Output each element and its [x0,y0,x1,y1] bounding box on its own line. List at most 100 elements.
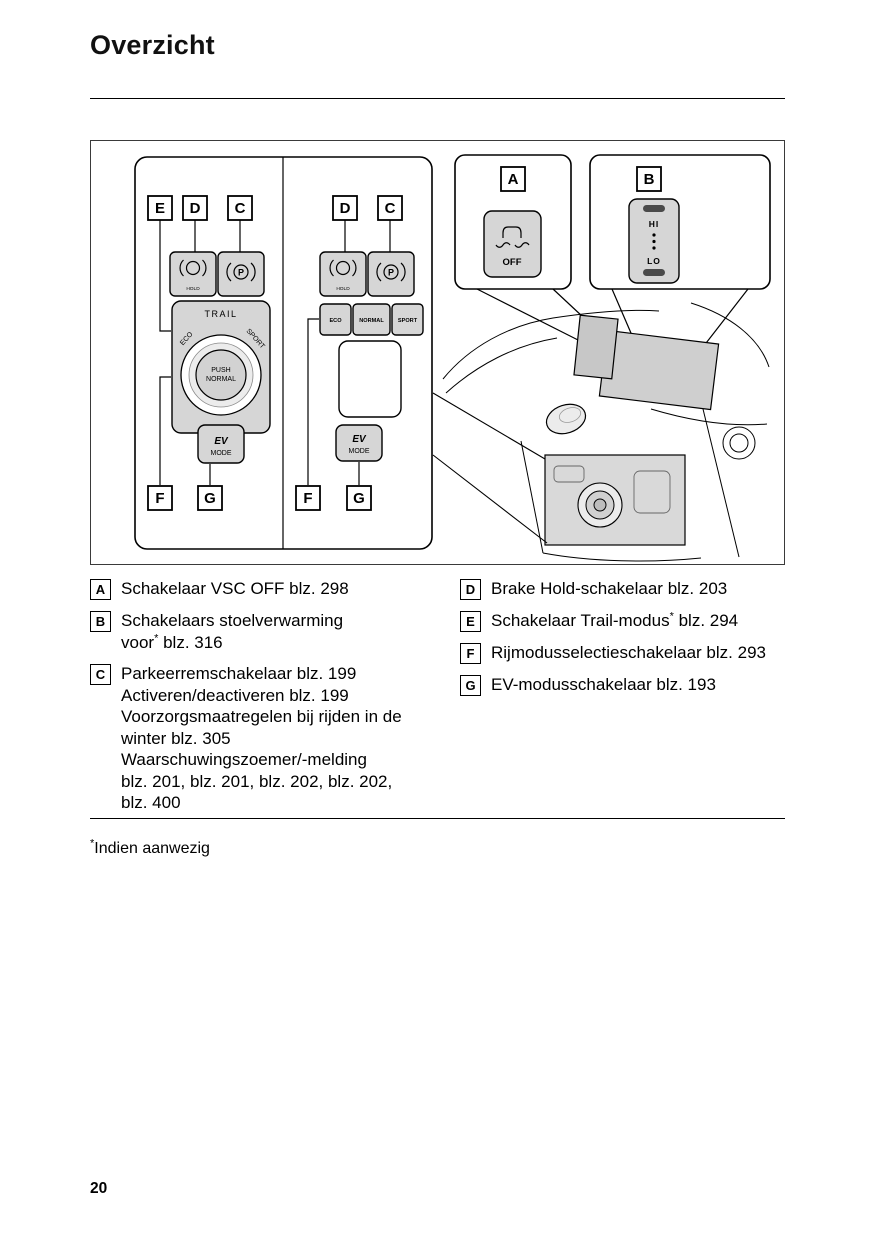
key-letter-d: D [190,200,201,217]
callout-line-module-1 [432,392,546,460]
eco-button-label: ECO [329,318,342,324]
legend-line: winter blz. 305 [121,728,231,748]
level-dot [652,239,656,244]
legend-text-e: Schakelaar Trail-modus* blz. 294 [491,610,738,632]
legend-column-left: A Schakelaar VSC OFF blz. 298 B Schakela… [90,578,460,824]
key-letter-g2: G [353,490,365,507]
push-label: PUSH [211,367,230,374]
ev-mode-button-2 [335,424,383,462]
eco-button [319,303,352,336]
parking-brake-icon-2: P [376,262,406,282]
mode-label: MODE [211,450,232,457]
level-dot [652,246,656,250]
key-box-d [182,195,208,221]
hi-label: HI [649,219,660,229]
legend-key-f: F [460,643,481,664]
legend-line: Parkeerremschakelaar blz. 199 [121,664,357,683]
parking-brake-switch [217,251,265,297]
seat-heater-callout: B HI LO [589,154,771,348]
legend-line: voor* blz. 316 [121,632,343,654]
callout-line-e [159,220,171,332]
legend-line: Voorzorgsmaatregelen bij rijden in de [121,707,402,726]
legend-line: Waarschuwingszoemer/-melding [121,750,367,769]
legend-item-b: B Schakelaars stoelverwarming voor* blz.… [90,610,460,653]
ev-mode-button [197,424,245,464]
level-dot [652,233,656,237]
legend-key-d: D [460,579,481,600]
brake-hold-icon-2: HOLD [329,259,357,292]
footnote-marker: * [669,610,674,623]
seat-heater-target-area [598,329,720,411]
legend-text-d: Brake Hold-schakelaar blz. 203 [491,578,727,600]
legend-key-a: A [90,579,111,600]
key-box-b [636,166,662,192]
legend-line: Schakelaars stoelverwarming [121,611,344,630]
vsc-off-switch [483,210,542,278]
normal-button [352,303,391,336]
brake-hold-icon: HOLD [179,259,207,292]
legend-line: Rijmodusselectieschakelaar blz. 293 [491,643,766,662]
footnote-text: Indien aanwezig [94,840,210,857]
vsc-skid-icon [495,226,530,248]
legend-line: blz. 201, blz. 201, blz. 202, blz. 202, [121,771,393,791]
normal-button-label: NORMAL [359,318,384,324]
legend-key-g: G [460,675,481,696]
legend-item-f: F Rijmodusselectieschakelaar blz. 293 [460,642,785,664]
page-number: 20 [90,1180,108,1197]
svg-text:P: P [388,268,394,278]
dial-type-panel: E D C HOLD P [147,195,271,511]
legend: A Schakelaar VSC OFF blz. 298 B Schakela… [90,578,785,824]
blank-switch-plate [338,340,402,418]
legend-line-part: blz. 316 [158,632,223,652]
sport-button [391,303,424,336]
legend-text-g: EV-modusschakelaar blz. 193 [491,674,716,696]
trail-label: TRAIL [204,309,237,319]
mode-dial-knob [195,349,247,401]
rocker-bottom [643,269,665,276]
callout-line-module-2 [432,454,548,544]
ev-label: EV [214,436,229,447]
legend-item-a: A Schakelaar VSC OFF blz. 298 [90,578,460,600]
key-letter-d2: D [340,200,351,217]
legend-line-part: blz. 294 [673,611,739,630]
legend-key-b: B [90,611,111,632]
legend-item-e: E Schakelaar Trail-modus* blz. 294 [460,610,785,632]
key-box-f [147,485,173,511]
vsc-off-label: OFF [503,257,522,268]
key-letter-f2: F [303,490,312,507]
legend-item-c: C Parkeerremschakelaar blz. 199 Activere… [90,663,460,814]
key-box-d2 [332,195,358,221]
key-letter-e: E [155,200,165,217]
legend-text-b: Schakelaars stoelverwarming voor* blz. 3… [121,610,343,653]
legend-line: blz. 400 [121,793,181,812]
legend-item-g: G EV-modusschakelaar blz. 193 [460,674,785,696]
vsc-target-area [573,314,619,380]
legend-column-right: D Brake Hold-schakelaar blz. 203 E Schak… [460,578,785,824]
button-type-panel: D C HOLD P [295,195,424,511]
key-box-a [500,166,526,192]
legend-text-c: Parkeerremschakelaar blz. 199 Activeren/… [121,663,402,814]
key-letter-a: A [508,171,519,188]
key-box-f2 [295,485,321,511]
legend-line: Brake Hold-schakelaar blz. 203 [491,579,728,598]
seat-heater-frame [589,154,771,290]
svg-text:HOLD: HOLD [186,286,200,292]
legend-text-a: Schakelaar VSC OFF blz. 298 [121,578,349,600]
legend-key-e: E [460,611,481,632]
key-letter-c: C [235,200,246,217]
mode-label-2: MODE [349,448,370,455]
svg-text:HOLD: HOLD [336,286,350,292]
parking-brake-switch-2 [367,251,415,297]
key-box-c [227,195,253,221]
ev-label-2: EV [352,434,367,445]
footnote-marker: * [154,631,159,644]
legend-line: Schakelaar Trail-modus* blz. 294 [491,610,738,632]
key-letter-g: G [204,490,216,507]
normal-label: NORMAL [206,376,236,383]
callout-line-f2 [307,318,319,485]
callout-line-a1 [476,288,581,342]
console-diagram: E D C HOLD P [134,154,771,562]
footnote-divider [90,818,785,819]
footnote-asterisk: * [90,837,95,850]
